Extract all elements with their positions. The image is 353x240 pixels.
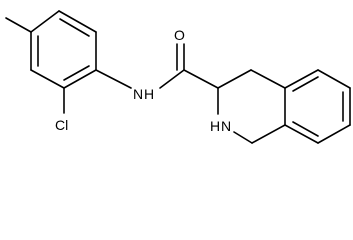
oxygen-label: O: [174, 27, 185, 43]
aryl-nitrogen-bond: [95, 69, 132, 89]
bond: [317, 69, 351, 89]
amide-bond: [159, 69, 185, 89]
double-bond-inner: [59, 18, 90, 37]
ring-nitrogen-label: N: [221, 118, 231, 134]
bond: [317, 124, 351, 144]
chlorine-label: Cl: [55, 117, 68, 133]
bond: [30, 10, 60, 33]
bond: [233, 131, 253, 144]
bond: [30, 69, 65, 89]
bond: [284, 124, 319, 144]
amide-hydrogen-label: H: [144, 86, 154, 102]
amide-nitrogen-label: N: [133, 86, 143, 102]
piperidine-ring: [217, 69, 286, 144]
double-bond-inner: [292, 121, 319, 137]
bond: [217, 69, 252, 89]
double-bond-inner: [63, 65, 90, 81]
benzo-ring: [284, 69, 351, 144]
ring-hydrogen-label: H: [210, 118, 220, 134]
bond: [284, 69, 319, 89]
double-bond-inner: [292, 76, 319, 92]
aryl-ring: [30, 10, 97, 89]
chemical-structure-diagram: Cl N H O N H: [5, 10, 351, 144]
bond: [63, 69, 97, 89]
methyl-bond: [5, 17, 32, 33]
bond: [250, 69, 286, 89]
bond: [251, 124, 286, 144]
bond: [58, 10, 97, 33]
bond: [183, 69, 219, 89]
